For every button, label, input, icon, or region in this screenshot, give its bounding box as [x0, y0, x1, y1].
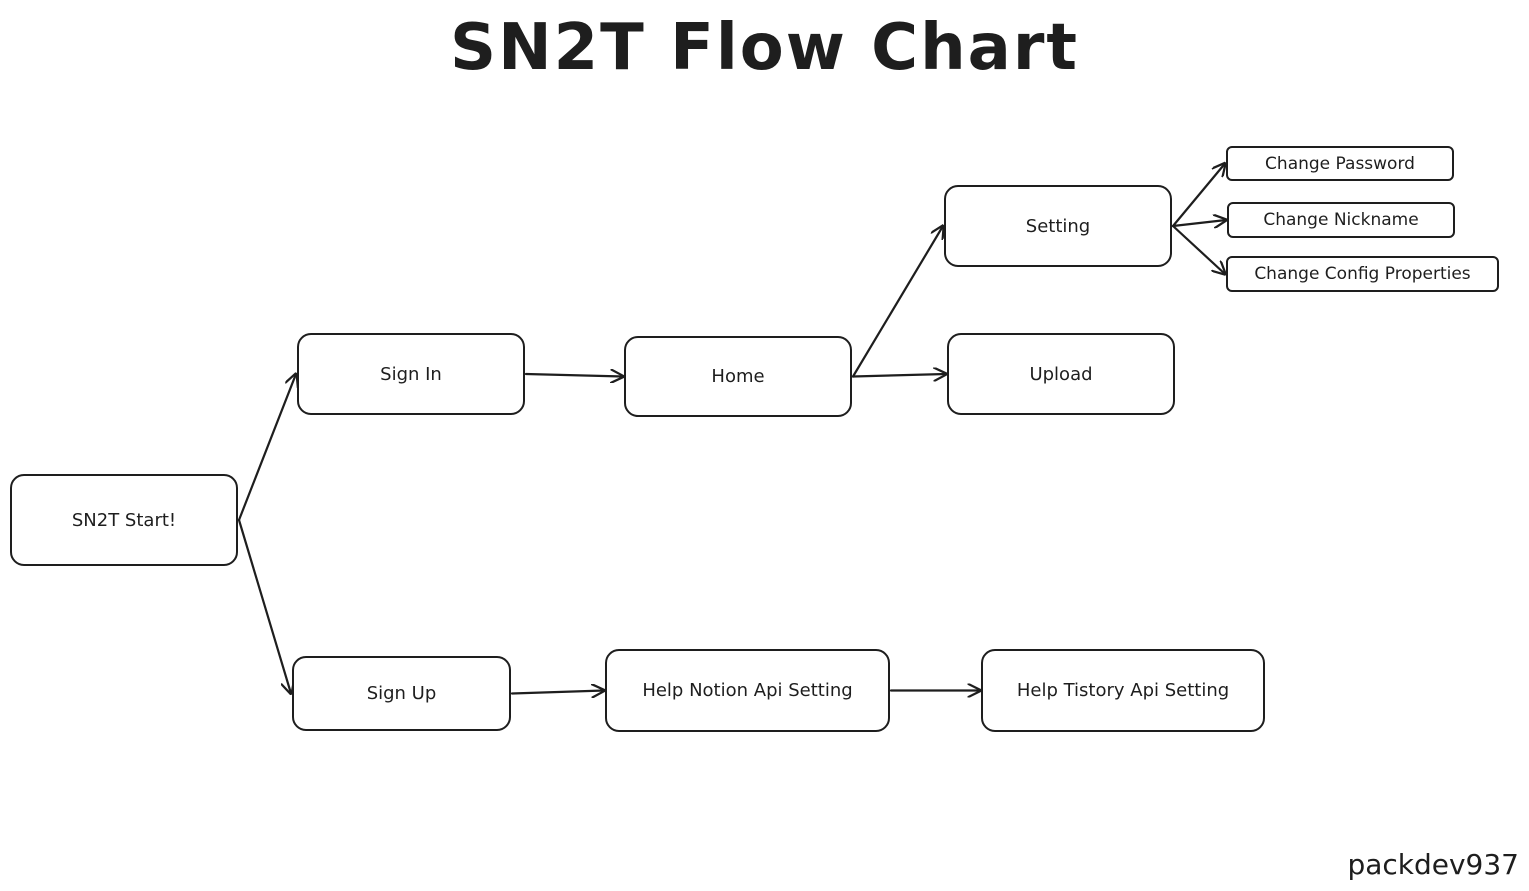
node-change-config-properties[interactable]: Change Config Properties — [1226, 256, 1499, 292]
diagram-title: SN2T Flow Chart — [449, 11, 1080, 85]
arrow-signup-to-help_notion — [510, 691, 604, 694]
arrow-home-to-upload — [851, 374, 946, 377]
node-upload[interactable]: Upload — [947, 333, 1175, 415]
node-home[interactable]: Home — [624, 336, 852, 417]
arrow-start-to-signup — [237, 518, 291, 694]
node-change-nickname[interactable]: Change Nickname — [1227, 202, 1455, 238]
arrow-setting-to-change_password — [1171, 164, 1225, 228]
arrow-setting-to-change_nickname — [1171, 220, 1226, 226]
node-help-tistory-api-setting[interactable]: Help Tistory Api Setting — [981, 649, 1265, 732]
author-signature: packdev937 — [1347, 848, 1519, 881]
node-help-notion-api-setting[interactable]: Help Notion Api Setting — [605, 649, 890, 732]
node-change-password[interactable]: Change Password — [1226, 146, 1454, 181]
arrow-start-to-signin — [237, 374, 296, 522]
node-sn2t-start[interactable]: SN2T Start! — [10, 474, 238, 566]
arrow-setting-to-change_config — [1171, 224, 1225, 274]
arrow-home-to-setting — [851, 226, 943, 378]
node-setting[interactable]: Setting — [944, 185, 1172, 267]
node-sign-up[interactable]: Sign Up — [292, 656, 511, 731]
node-sign-in[interactable]: Sign In — [297, 333, 525, 415]
arrow-signin-to-home — [524, 374, 623, 377]
